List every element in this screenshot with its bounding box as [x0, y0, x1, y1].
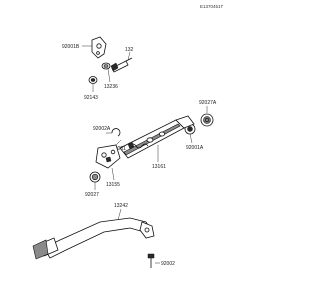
- label-92027: 92027: [85, 192, 99, 198]
- shift-pedal-13242: [32, 217, 155, 260]
- leader-13236: [107, 68, 111, 83]
- label-13236: 13236: [104, 84, 118, 90]
- shift-shaft-13161: [119, 115, 195, 159]
- label-13155: 13155: [106, 182, 120, 188]
- parts-diagram: E1370451T 92001B 132 13236 92143 92027A …: [32, 4, 224, 268]
- label-92001a: 92001A: [186, 145, 204, 151]
- leader-92081: [115, 139, 122, 146]
- reference-code: E1370451T: [200, 4, 224, 9]
- label-132: 132: [125, 47, 134, 53]
- spring-92081: [127, 141, 149, 150]
- label-92002: 92002: [161, 261, 175, 267]
- leader-92001a: [189, 133, 193, 144]
- circlip-92002a: [111, 128, 121, 137]
- label-92027a: 92027A: [199, 100, 217, 106]
- bracket-92001b: [91, 36, 107, 59]
- washer-92143: [88, 76, 98, 84]
- label-92143: 92143: [84, 95, 98, 101]
- label-92081: 92081: [112, 146, 126, 152]
- leader-13155: [111, 167, 115, 181]
- collar-13236: [101, 62, 111, 70]
- leader-13242: [117, 208, 122, 221]
- label-13161: 13161: [152, 164, 166, 170]
- bolt-132: [110, 57, 133, 73]
- leader-132: [127, 51, 131, 61]
- bearing-92001a: [184, 123, 196, 135]
- shift-lever-13155: [95, 144, 121, 169]
- label-92001b: 92001B: [62, 44, 80, 50]
- label-92002a: 92002A: [93, 126, 111, 132]
- oil-seal-92027a: [200, 113, 214, 127]
- oil-seal-92027: [89, 171, 101, 183]
- label-13242: 13242: [114, 203, 128, 209]
- bolt-92002: [147, 253, 155, 268]
